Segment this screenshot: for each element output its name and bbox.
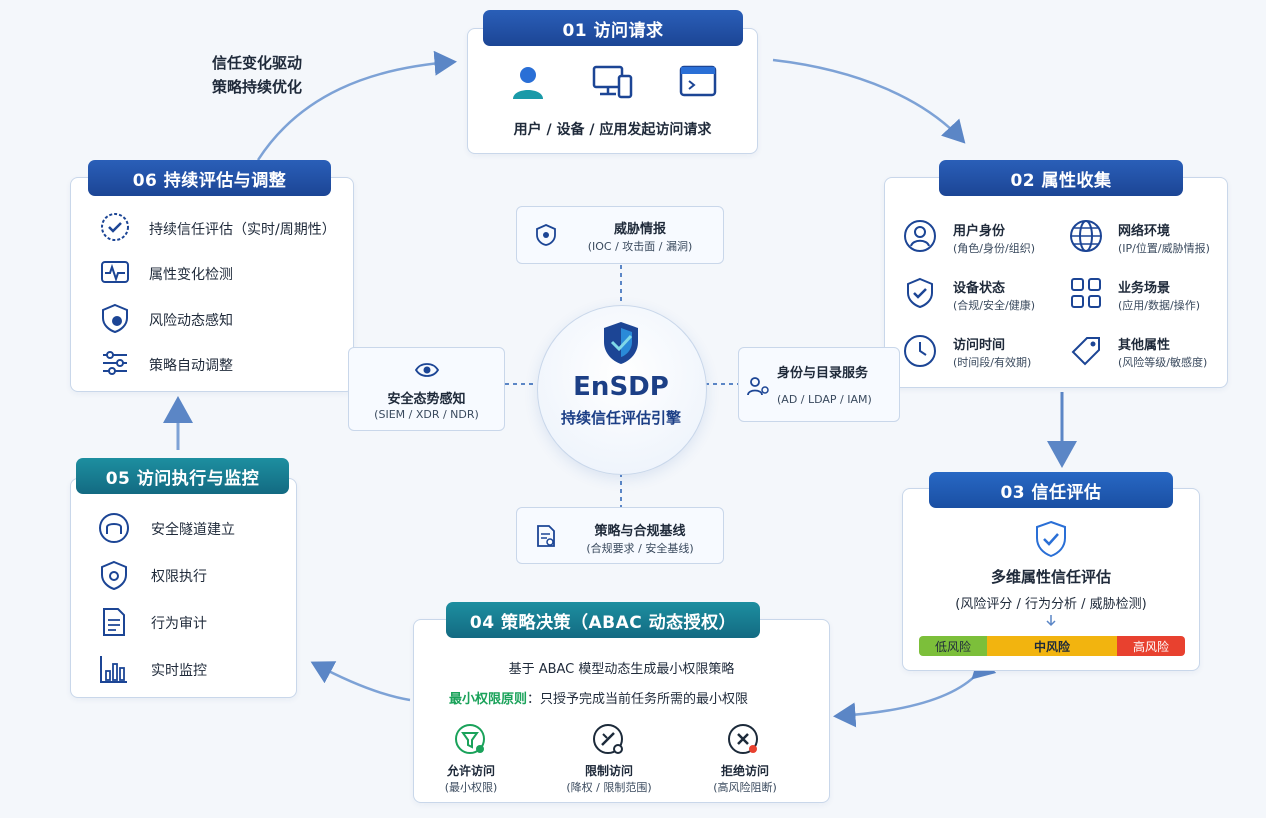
risk-bar: 低风险 中风险 高风险	[919, 636, 1185, 656]
restrict-icon	[591, 722, 627, 758]
pulse-icon	[98, 255, 132, 289]
eye-icon	[414, 359, 440, 381]
app-window-icon	[678, 64, 718, 100]
step05-item-1: 安全隧道建立	[151, 522, 235, 538]
step02-title: 02 属性收集	[939, 160, 1183, 196]
feed-threat-desc: (IOC / 攻击面 / 漏洞)	[587, 240, 693, 253]
step02-item-1-desc: (角色/身份/组织)	[953, 242, 1035, 255]
step04-title: 04 策略决策（ABAC 动态授权）	[446, 602, 760, 638]
feed-situation-card	[348, 347, 505, 431]
step01-card	[467, 28, 758, 154]
engine-shield-icon	[599, 320, 643, 366]
policy-doc-icon	[533, 523, 559, 549]
step06-title: 06 持续评估与调整	[88, 160, 331, 196]
step02-card	[884, 177, 1228, 388]
step02-item-2-desc: (IP/位置/威胁情报)	[1118, 242, 1210, 255]
option-deny-desc: (高风险阻断)	[713, 781, 777, 794]
step02-item-3-desc: (合规/安全/健康)	[953, 299, 1035, 312]
feed-identity-desc: (AD / LDAP / IAM)	[777, 393, 872, 406]
globe-icon	[1068, 218, 1104, 254]
option-restrict-label: 限制访问	[584, 764, 633, 778]
step06-item-2: 属性变化检测	[149, 267, 233, 283]
bar-chart-icon	[97, 652, 131, 686]
step03-heading: 多维属性信任评估	[990, 568, 1111, 586]
shield-check-icon	[902, 275, 938, 311]
step03-title: 03 信任评估	[929, 472, 1173, 508]
clock-icon	[902, 333, 938, 369]
deny-icon	[726, 722, 762, 758]
feed-threat-label: 威胁情报	[613, 222, 666, 237]
user-circle-icon	[902, 218, 938, 254]
risk-low: 低风险	[919, 636, 987, 656]
step06-item-1: 持续信任评估（实时/周期性）	[149, 222, 336, 238]
down-arrow-icon	[1043, 614, 1059, 628]
devices-icon	[591, 62, 635, 102]
step02-item-6-label: 其他属性	[1118, 338, 1171, 353]
option-allow-desc: (最小权限)	[444, 781, 498, 794]
trust-shield-icon	[1033, 520, 1069, 558]
step04-line1: 基于 ABAC 模型动态生成最小权限策略	[508, 662, 735, 677]
step01-title: 01 访问请求	[483, 10, 743, 46]
step01-caption: 用户 / 设备 / 应用发起访问请求	[513, 122, 712, 138]
tag-icon	[1068, 333, 1104, 369]
step02-item-1-label: 用户身份	[953, 224, 1006, 239]
check-circle-icon	[98, 210, 132, 244]
option-deny-label: 拒绝访问	[720, 764, 769, 778]
step05-title: 05 访问执行与监控	[76, 458, 289, 494]
shield-risk-icon	[98, 301, 132, 335]
arrow-03-to-04	[833, 654, 997, 728]
sliders-icon	[98, 346, 132, 380]
risk-high: 高风险	[1117, 636, 1185, 656]
engine-name: EnSDP	[573, 372, 669, 402]
feed-threat-card	[516, 206, 724, 264]
risk-mid: 中风险	[987, 636, 1117, 656]
step06-card	[70, 177, 354, 392]
feed-situation-label: 安全态势感知	[387, 392, 466, 407]
step02-item-2-label: 网络环境	[1118, 224, 1171, 239]
feed-identity-label: 身份与目录服务	[777, 366, 869, 381]
feed-policy-card	[516, 507, 724, 564]
identity-icon	[745, 373, 771, 399]
grid-icon	[1068, 275, 1104, 311]
document-icon	[97, 605, 131, 639]
step06-item-3: 风险动态感知	[149, 313, 233, 329]
threat-icon	[533, 222, 559, 248]
feed-situation-desc: (SIEM / XDR / NDR)	[374, 408, 479, 421]
step02-item-5-label: 访问时间	[953, 338, 1006, 353]
step02-item-3-label: 设备状态	[953, 281, 1006, 296]
arrow-01-to-02	[772, 58, 966, 144]
step04-card	[413, 619, 830, 803]
arrow-04-to-05	[310, 661, 411, 702]
step02-item-4-desc: (应用/数据/操作)	[1118, 299, 1200, 312]
tunnel-icon	[97, 511, 131, 545]
principle-label: 最小权限原则	[449, 692, 528, 707]
user-icon	[508, 62, 548, 102]
feedback-label-line1: 信任变化驱动	[212, 54, 303, 72]
engine-subtitle: 持续信任评估引擎	[560, 409, 681, 427]
step02-item-4-label: 业务场景	[1118, 281, 1171, 296]
shield-exec-icon	[97, 558, 131, 592]
principle-text: ：只授予完成当前任务所需的最小权限	[527, 692, 749, 707]
option-restrict-desc: (降权 / 限制范围)	[566, 781, 652, 794]
step05-item-4: 实时监控	[151, 663, 207, 679]
step05-item-2: 权限执行	[151, 569, 207, 585]
feedback-label-line2: 策略持续优化	[212, 78, 303, 96]
feed-identity-card	[738, 347, 900, 422]
step03-sub: (风险评分 / 行为分析 / 威胁检测)	[955, 597, 1147, 612]
step04-principle: 最小权限原则：只授予完成当前任务所需的最小权限	[449, 688, 748, 707]
feed-policy-desc: (合规要求 / 安全基线)	[586, 542, 694, 555]
step05-item-3: 行为审计	[151, 616, 207, 632]
allow-filter-icon	[453, 722, 489, 758]
option-allow-label: 允许访问	[446, 764, 495, 778]
step02-item-5-desc: (时间段/有效期)	[953, 356, 1032, 369]
step06-item-4: 策略自动调整	[149, 358, 233, 374]
step02-item-6-desc: (风险等级/敏感度)	[1118, 356, 1208, 369]
feed-policy-label: 策略与合规基线	[594, 524, 686, 539]
